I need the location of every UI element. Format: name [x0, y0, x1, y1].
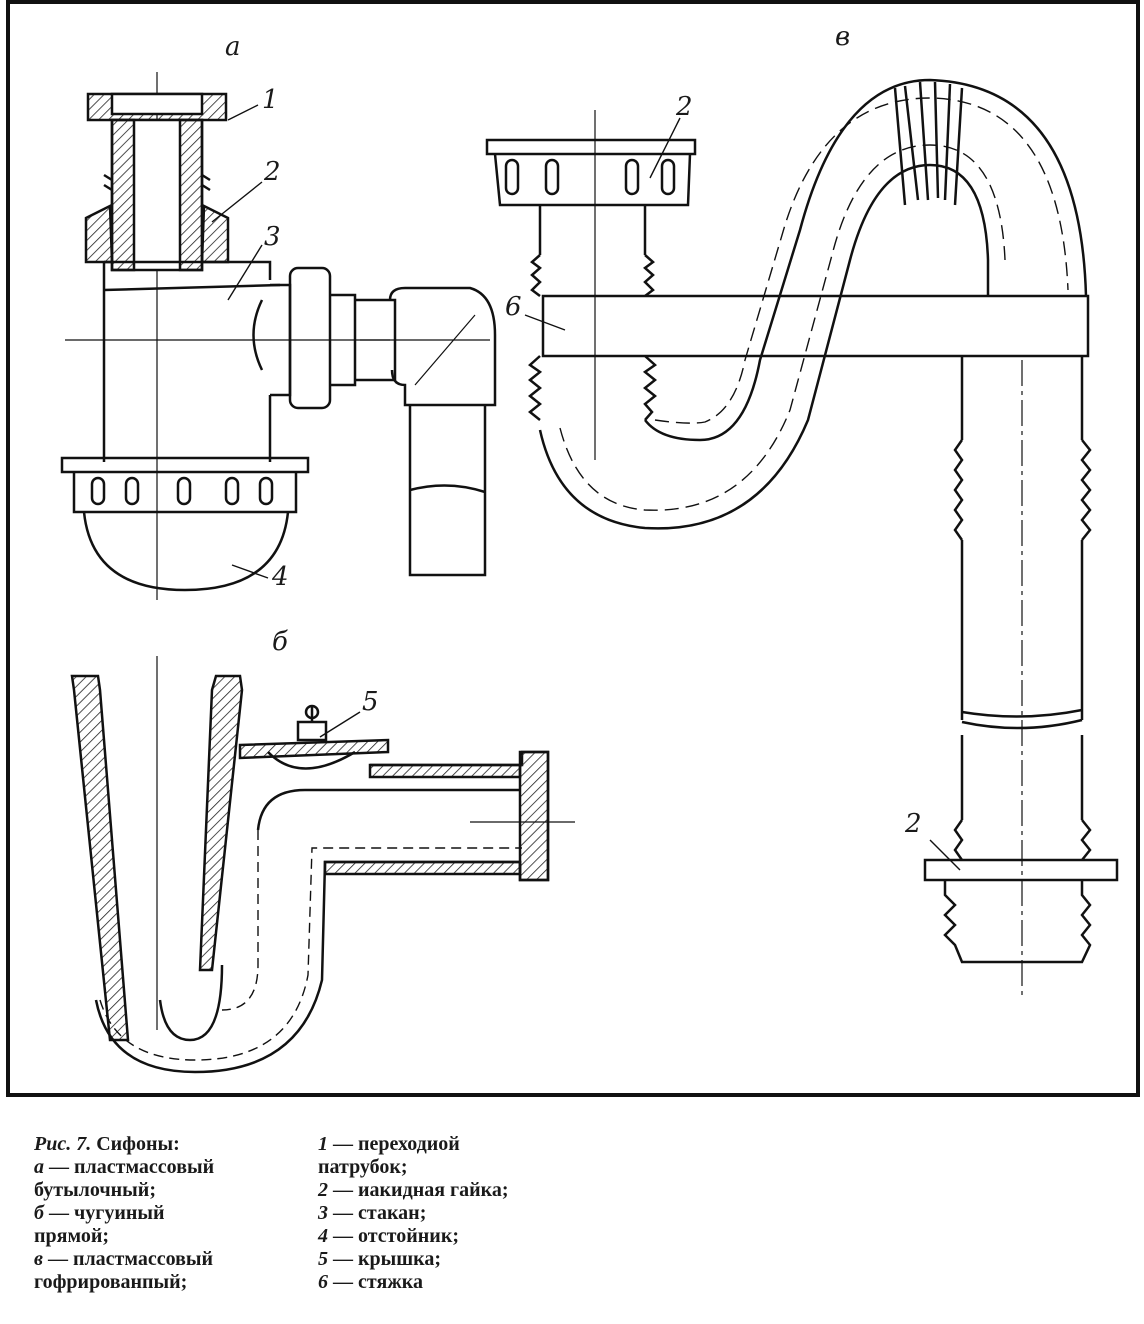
label-5: 5: [362, 687, 379, 717]
label-2-v-top: 2: [675, 92, 693, 122]
caption-right-line: патрубок;: [318, 1156, 408, 1178]
caption-left-line: прямой;: [34, 1225, 110, 1247]
label-v: в: [835, 22, 850, 52]
caption-left-line: а — пластмассовый: [34, 1156, 215, 1178]
caption-right-line: 5 — крышка;: [318, 1248, 442, 1270]
siphon-v-corrugated: [485, 78, 1119, 1000]
label-3: 3: [264, 222, 281, 252]
label-2-v-bottom: 2: [904, 809, 922, 839]
caption-left-line: в — пластмассовый: [34, 1248, 214, 1270]
caption-fig-ref: Рис. 7.: [34, 1133, 92, 1155]
label-6: 6: [505, 292, 522, 322]
caption-left-line: б — чугуиный: [34, 1202, 165, 1224]
siphon-b-cast-iron: [70, 656, 575, 1074]
siphon-figure: а 1 2 3 4 б 5: [6, 0, 1140, 1097]
figure-frame: [6, 0, 1140, 1097]
label-1: 1: [262, 85, 279, 115]
caption-title: Рис. 7. Сифоны:: [34, 1133, 214, 1156]
caption-left-line: бутылочный;: [34, 1179, 156, 1201]
caption-right-line: 4 — отстойник;: [318, 1225, 459, 1247]
caption-right-line: 6 — стяжка: [318, 1271, 423, 1293]
siphon-a-bottle: [60, 72, 497, 600]
caption-fig-title: Сифоны:: [91, 1133, 180, 1155]
label-4: 4: [271, 562, 289, 592]
caption-left-line: гофрированпый;: [34, 1271, 188, 1293]
caption-right: 1 — переходиой патрубок; 2 — иакидная га…: [318, 1133, 509, 1294]
label-a: а: [225, 32, 241, 62]
caption-right-line: 1 — переходиой: [318, 1133, 460, 1155]
label-2-a: 2: [263, 157, 281, 187]
caption-right-line: 2 — иакидная гайка;: [318, 1179, 509, 1201]
label-b: б: [272, 627, 288, 657]
caption-left: Рис. 7. Сифоны: а — пластмассовый бутыло…: [34, 1133, 214, 1294]
caption-right-line: 3 — стакан;: [318, 1202, 427, 1224]
